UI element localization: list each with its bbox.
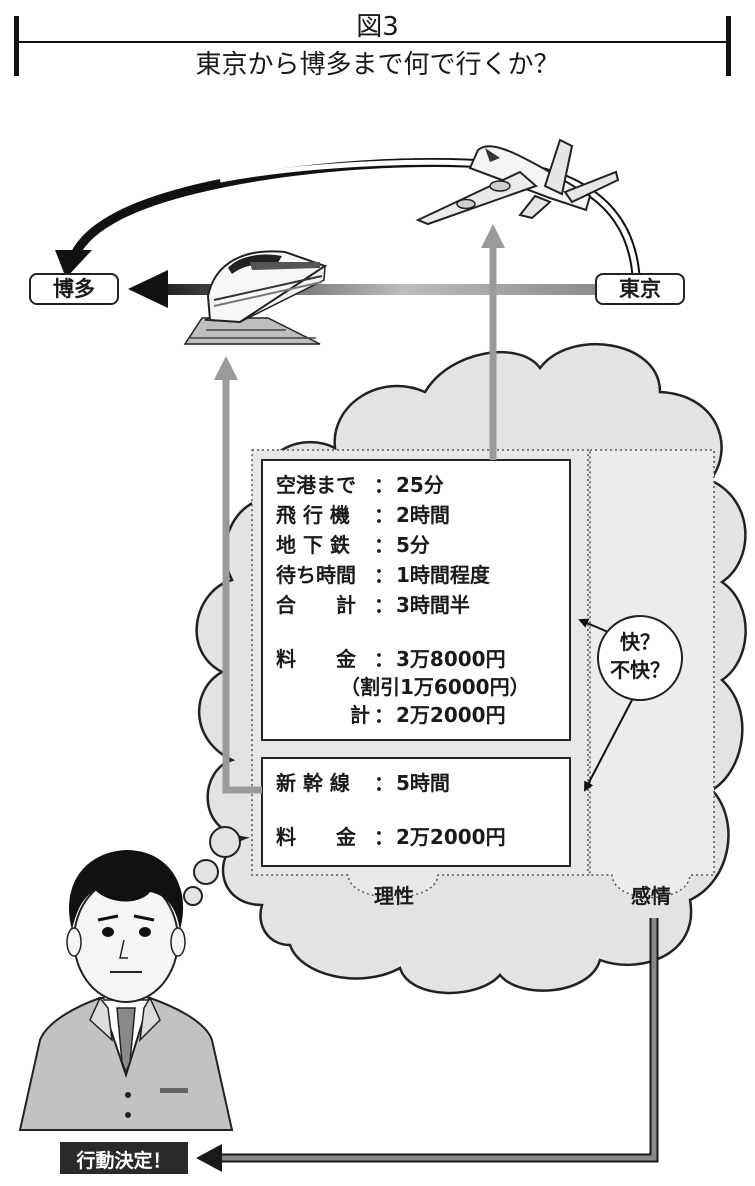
destination-label: 博多 [53,277,95,301]
total-time-label: 合 計 [276,593,356,617]
flight-row-value: 25分 [396,473,444,497]
flight-fare-label: 料 金 [276,647,356,671]
row-separator: ： [374,825,394,849]
row-separator: ： [374,771,394,795]
flight-row-label: 地 下 鉄 [276,533,350,557]
airplane-icon [415,138,620,226]
decision-label: 行動決定！ [76,1150,172,1172]
decision-tag [60,1142,188,1174]
shinkansen-info-box [261,757,571,867]
shinkansen-fare-value: 2万2000円 [396,825,506,849]
row-separator: ： [374,473,394,497]
row-separator: ： [374,647,394,671]
origin-label: 東京 [619,277,661,301]
feeling-arrows [578,618,633,792]
bullet-train-icon [183,250,328,345]
shinkansen-fare-label: 料 金 [276,825,356,849]
row-separator: ： [374,563,394,587]
feeling-question-pleasant: 快？ [620,630,660,654]
figure-title: 東京から博多まで何で行くか？ [195,50,560,80]
feeling-bubble [597,615,683,701]
flight-row-label: 待ち時間 [276,563,356,587]
shinkansen-time-value: 5時間 [396,771,450,795]
row-separator: ： [374,503,394,527]
total-time-value: 3時間半 [396,593,470,617]
destination-tag [29,273,119,305]
shinkansen-time-label: 新 幹 線 [276,771,350,795]
flight-row-value: 5分 [396,533,430,557]
flight-row-value: 2時間 [396,503,450,527]
feeling-question-unpleasant: 不快？ [610,658,670,682]
row-separator: ： [374,593,394,617]
person-icon [18,850,234,1131]
title-rule [14,16,731,76]
rail-route-arrow [128,270,597,308]
row-separator: ： [374,703,394,727]
discount-note: （割引1万6000円） [340,675,530,699]
flight-fare-value: 3万8000円 [396,647,506,671]
flight-info-box [261,459,571,741]
reason-label: 理性 [374,884,414,908]
emotion-label: 感情 [631,884,671,908]
discount-total-label: 計 [350,703,370,727]
row-separator: ： [374,533,394,557]
flight-row-label: 飛 行 機 [276,503,350,527]
choice-arrows [214,224,505,794]
origin-tag [595,273,685,305]
decision-arrow [196,918,659,1172]
flight-row-value: 1時間程度 [396,563,490,587]
flight-row-label: 空港まで [276,473,356,497]
discount-total-value: 2万2000円 [396,703,506,727]
figure-label: 図3 [356,12,399,42]
